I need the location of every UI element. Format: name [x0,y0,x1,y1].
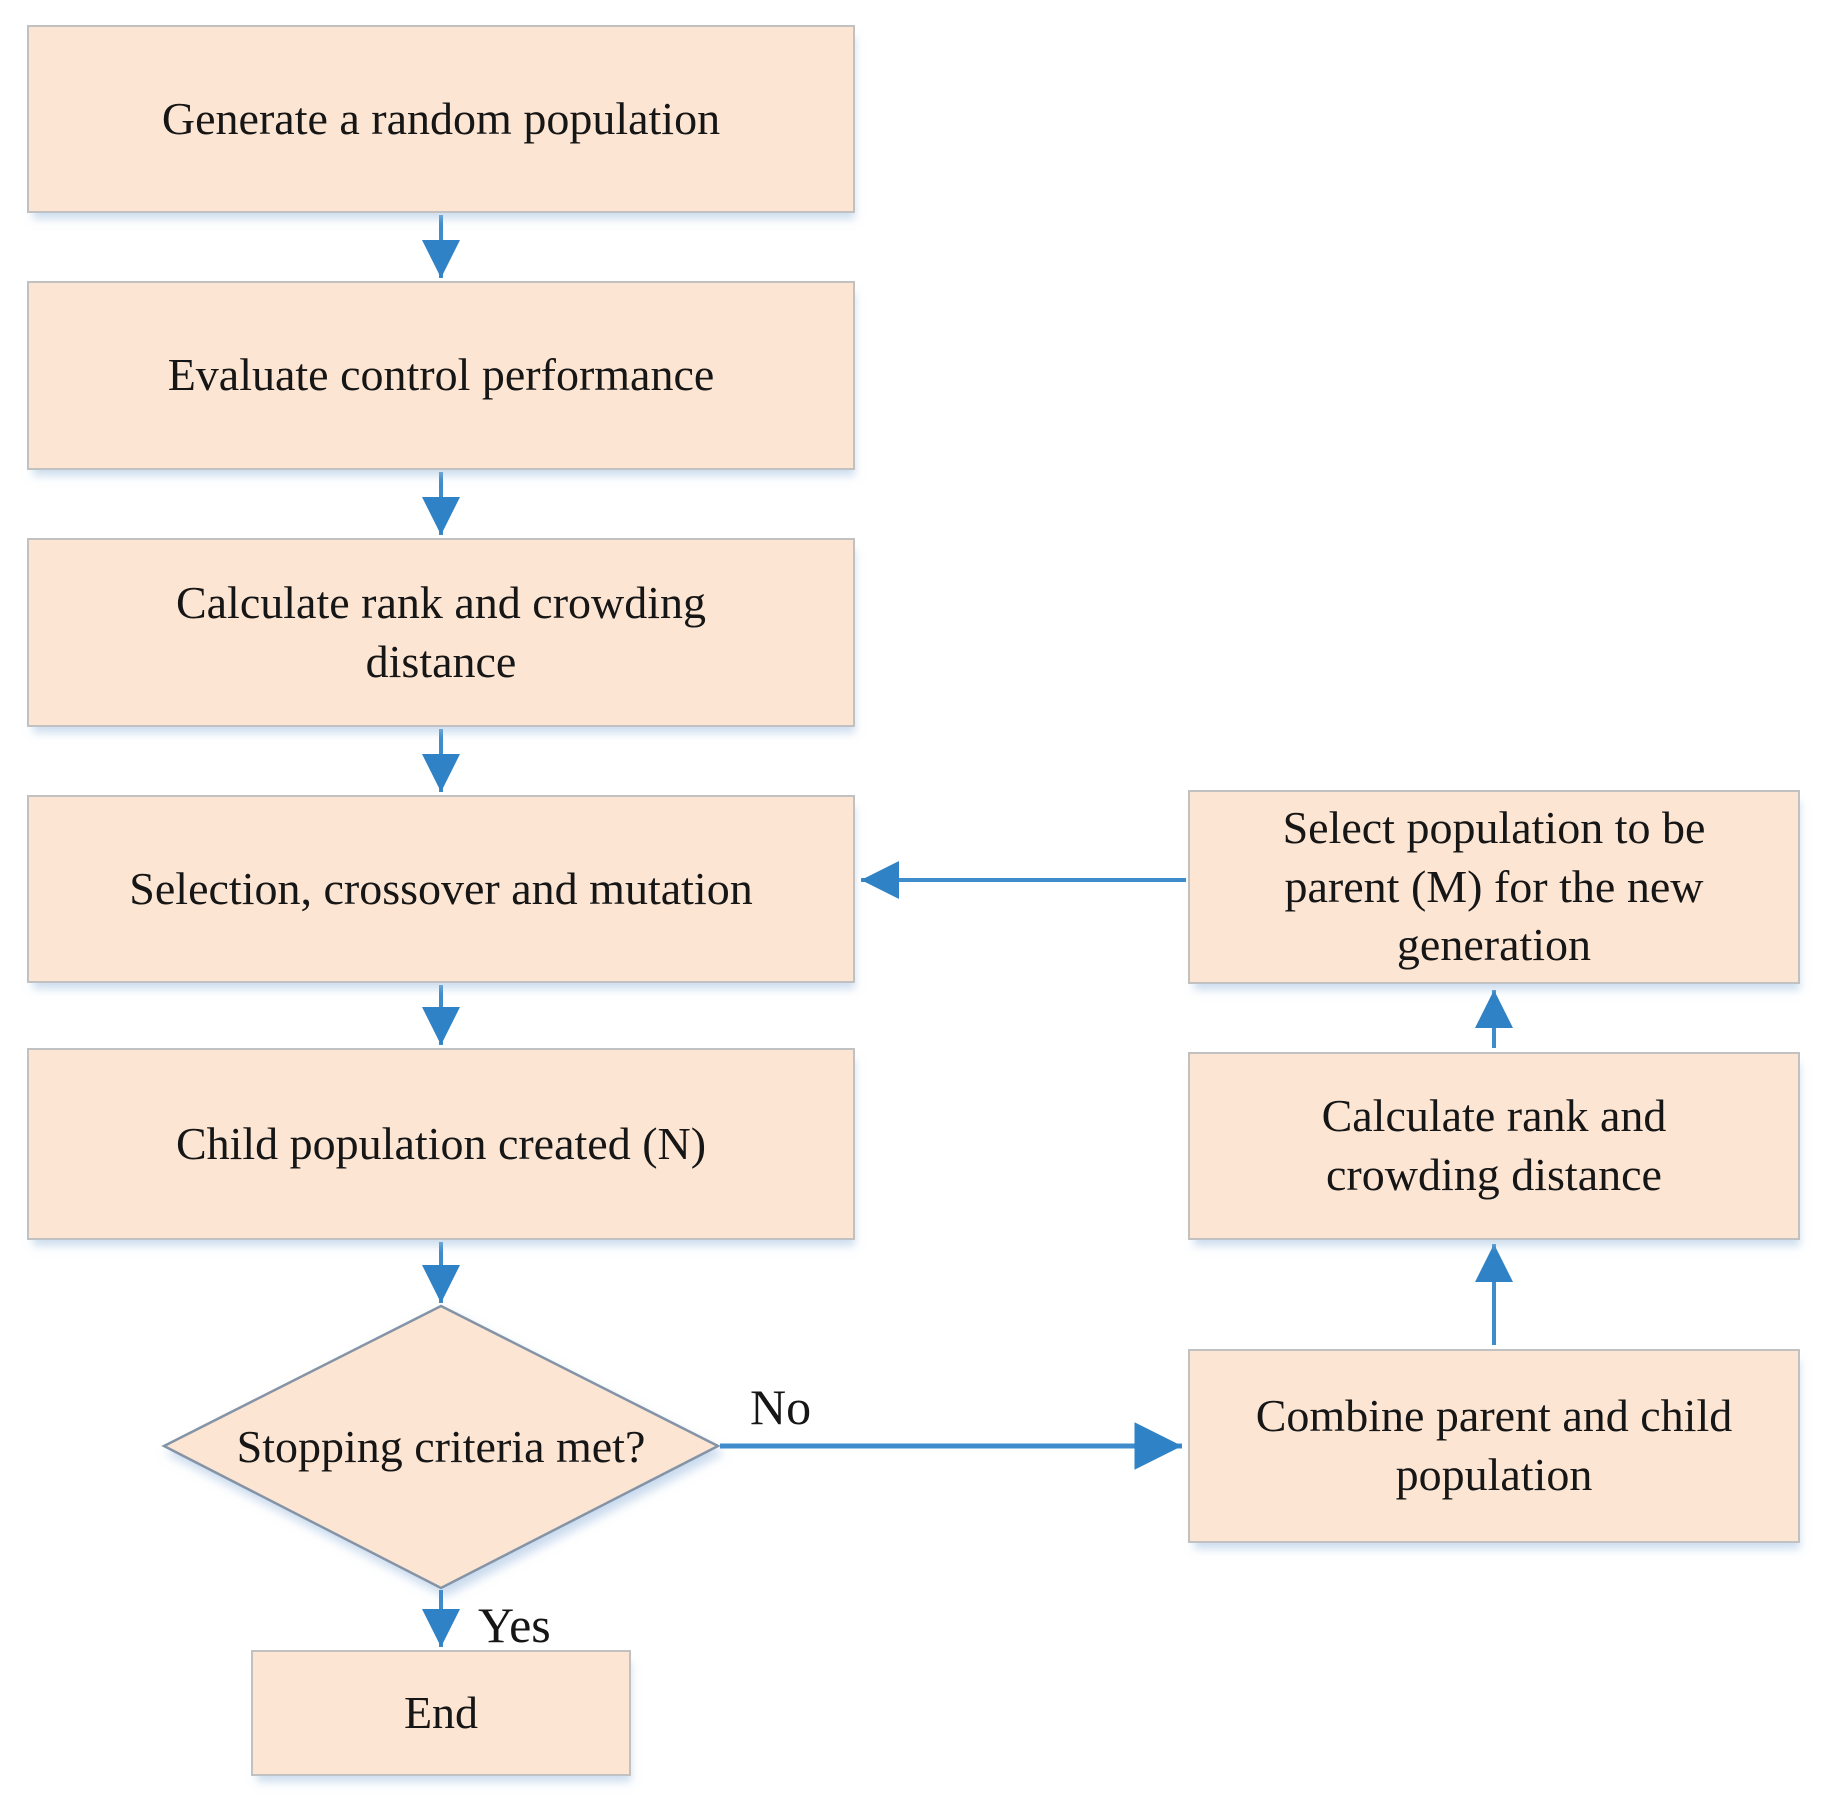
node-end: End [251,1650,631,1776]
node-stopping-criteria-decision: Stopping criteria met? [221,1306,661,1588]
node-calculate-rank-crowding-right: Calculate rank and crowding distance [1188,1052,1800,1240]
node-label: End [403,1686,479,1738]
edge-label-no: No [750,1379,812,1435]
node-label: Evaluate control performance [167,349,715,401]
node-generate-random-population: Generate a random population [27,25,855,213]
node-selection-crossover-mutation: Selection, crossover and mutation [27,795,855,983]
edge-label-yes: Yes [478,1597,551,1653]
node-calculate-rank-crowding-left: Calculate rank and crowding distance [27,538,855,727]
node-child-population-created: Child population created (N) [27,1048,855,1240]
node-label: Select population to be parent (M) for t… [1282,801,1706,971]
node-evaluate-control-performance: Evaluate control performance [27,281,855,470]
node-label: Child population created (N) [175,1117,707,1169]
node-label: Combine parent and child population [1255,1390,1733,1500]
node-select-parent-population: Select population to be parent (M) for t… [1188,790,1800,984]
node-label: Stopping criteria met? [236,1420,646,1472]
decision-diamond-shape [161,1304,721,1590]
node-combine-parent-child-population: Combine parent and child population [1188,1349,1800,1543]
node-label: Calculate rank and crowding distance [175,576,707,687]
node-label: Selection, crossover and mutation [129,862,753,914]
node-label: Generate a random population [161,92,721,144]
node-label: Calculate rank and crowding distance [1321,1090,1667,1200]
